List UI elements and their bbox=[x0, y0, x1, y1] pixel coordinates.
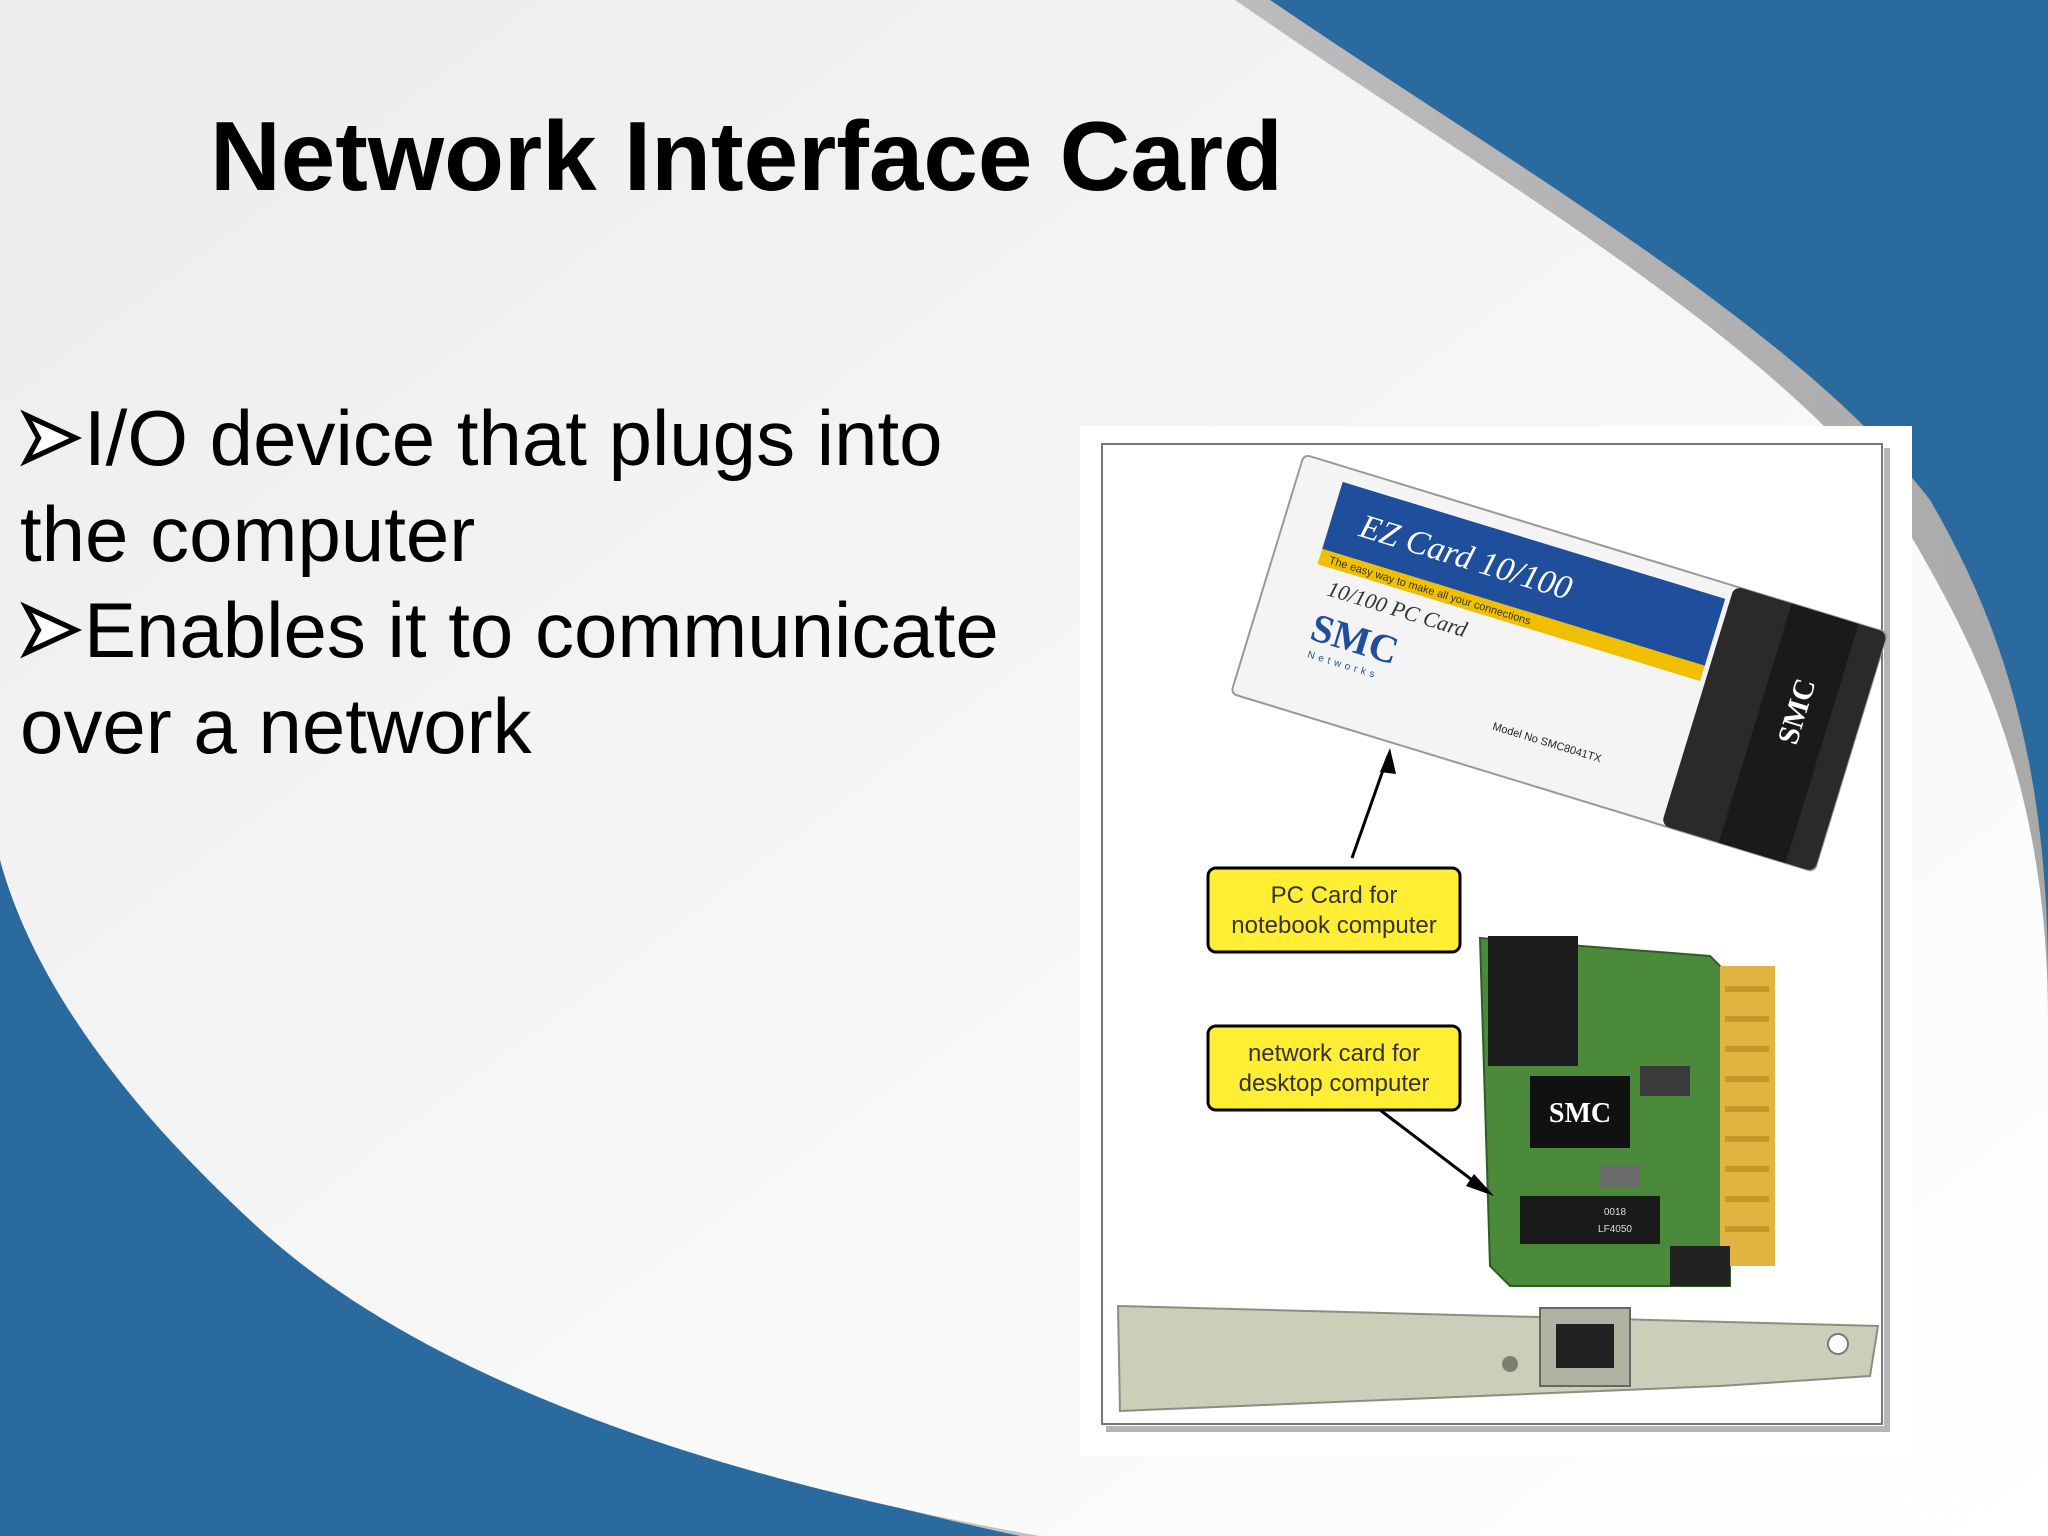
brand-watermark: fppt.com bbox=[1903, 1491, 2030, 1524]
pc-card: EZ Card 10/100 The easy way to make all … bbox=[1231, 454, 1887, 872]
callout-desktop-card: network card for desktop computer bbox=[1206, 1024, 1462, 1112]
callout-desktop-card-line1: network card for bbox=[1248, 1040, 1420, 1067]
desktop-card-chip-small-2: LF4050 bbox=[1598, 1224, 1632, 1235]
callout-pc-card-line2: notebook computer bbox=[1231, 912, 1436, 939]
desktop-card-chip-logo: SMC bbox=[1549, 1098, 1611, 1129]
bullet-text: I/O device that plugs into the computer bbox=[20, 394, 943, 578]
desktop-card: SMC 0018 LF4050 bbox=[1116, 936, 1880, 1413]
bullet-item: I/O device that plugs into the computer bbox=[20, 390, 1050, 582]
callout-pc-card: PC Card for notebook computer bbox=[1206, 866, 1462, 954]
arrow-bullet-icon bbox=[20, 409, 82, 467]
callout-desktop-card-line2: desktop computer bbox=[1239, 1070, 1430, 1097]
arrow-bullet-icon bbox=[20, 601, 82, 659]
bullet-text: Enables it to communicate over a network bbox=[20, 586, 999, 770]
desktop-card-chip-small-1: 0018 bbox=[1604, 1207, 1627, 1218]
slide-title: Network Interface Card bbox=[210, 101, 1283, 211]
callout-pc-card-line1: PC Card for bbox=[1271, 882, 1398, 909]
bullet-item: Enables it to communicate over a network bbox=[20, 582, 1050, 774]
nic-photo: EZ Card 10/100 The easy way to make all … bbox=[1080, 426, 1912, 1456]
bullet-list: I/O device that plugs into the computer … bbox=[20, 390, 1050, 774]
nic-illustration: EZ Card 10/100 The easy way to make all … bbox=[1101, 443, 1890, 1432]
